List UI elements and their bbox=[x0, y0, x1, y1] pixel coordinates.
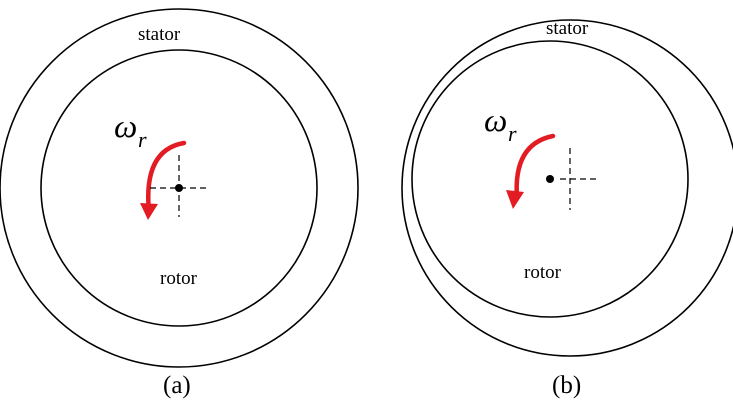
rotation-arrow-b bbox=[514, 133, 556, 201]
panel-b: stator rotor ω r (b) bbox=[401, 18, 733, 399]
omega-symbol-a: ω bbox=[114, 109, 137, 145]
stator-label-b: stator bbox=[546, 18, 589, 39]
arrowhead-icon-a bbox=[140, 203, 158, 220]
stator-label-a: stator bbox=[138, 24, 181, 45]
center-dot-a bbox=[175, 184, 183, 192]
rotor-center-dot-b bbox=[546, 175, 554, 183]
omega-subscript-b: r bbox=[508, 121, 517, 146]
rotation-arrow-a bbox=[146, 140, 187, 215]
rotor-label-b: rotor bbox=[524, 262, 562, 283]
stator-circle-a bbox=[0, 8, 359, 368]
rotation-speed-label-a: ω r bbox=[114, 109, 147, 152]
rotation-speed-label-b: ω r bbox=[484, 103, 517, 146]
stator-circle-b bbox=[401, 19, 733, 357]
panel-a: stator rotor ω r (a) bbox=[0, 8, 359, 399]
omega-subscript-a: r bbox=[138, 127, 147, 152]
caption-a: (a) bbox=[163, 372, 191, 399]
arrowhead-icon-b bbox=[506, 190, 524, 209]
rotor-circle-a bbox=[40, 49, 318, 327]
rotor-label-a: rotor bbox=[160, 268, 198, 289]
caption-b: (b) bbox=[552, 372, 581, 399]
omega-symbol-b: ω bbox=[484, 103, 507, 139]
rotor-circle-b bbox=[411, 40, 689, 318]
